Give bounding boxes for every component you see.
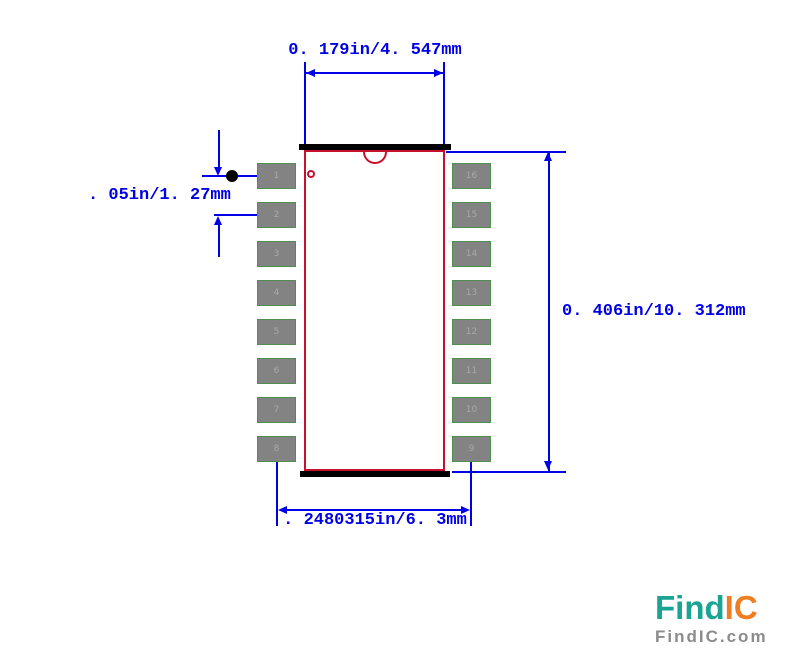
top-width-dimension-label: 0. 179in/4. 547mm xyxy=(288,41,462,60)
findic-logo: FindIC FindIC.com xyxy=(655,590,785,646)
pitch-dim-line-lower xyxy=(218,225,220,257)
pad-right-pin-11: 11 xyxy=(452,358,491,384)
pin2-centerline xyxy=(214,214,277,216)
pad-left-pin-4: 4 xyxy=(257,280,296,306)
pitch-dim-arrow-down-icon xyxy=(214,167,222,176)
logo-find-text: Find xyxy=(655,589,725,626)
pitch-dim-line-upper xyxy=(218,130,220,168)
pad-span-dimension-label: . 2480315in/6. 3mm xyxy=(283,511,467,530)
pad-right-pin-13: 13 xyxy=(452,280,491,306)
pad-right-pin-9: 9 xyxy=(452,436,491,462)
pad-right-pin-12: 12 xyxy=(452,319,491,345)
pin1-indicator-icon xyxy=(307,170,315,178)
height-dim-extension-line-bottom xyxy=(452,471,566,473)
top-dim-arrow-right-icon xyxy=(434,69,443,77)
pin1-datum-dot xyxy=(226,170,238,182)
pad-left-pin-3: 3 xyxy=(257,241,296,267)
findic-logo-wordmark: FindIC xyxy=(655,590,785,626)
pitch-dim-arrow-up-icon xyxy=(214,216,222,225)
top-dim-line xyxy=(306,72,444,74)
height-dim-line xyxy=(548,153,550,471)
span-dim-line xyxy=(280,509,468,511)
pad-right-pin-10: 10 xyxy=(452,397,491,423)
pad-left-pin-5: 5 xyxy=(257,319,296,345)
package-body-outline xyxy=(304,150,445,471)
height-dim-arrow-up-icon xyxy=(544,152,552,161)
pad-left-pin-6: 6 xyxy=(257,358,296,384)
height-dimension-label: 0. 406in/10. 312mm xyxy=(562,302,746,321)
span-dim-extension-line-left xyxy=(276,448,278,526)
package-bottom-bar xyxy=(300,471,450,477)
span-dim-arrow-left-icon xyxy=(278,506,287,514)
top-dim-arrow-left-icon xyxy=(306,69,315,77)
top-dim-extension-line-right xyxy=(443,62,445,144)
logo-ic-text: IC xyxy=(724,589,758,626)
span-dim-extension-line-right xyxy=(470,448,472,526)
pad-right-pin-15: 15 xyxy=(452,202,491,228)
pad-right-pin-14: 14 xyxy=(452,241,491,267)
pad-left-pin-2: 2 xyxy=(257,202,296,228)
pad-left-pin-8: 8 xyxy=(257,436,296,462)
height-dim-arrow-down-icon xyxy=(544,461,552,470)
pin1-centerline xyxy=(202,175,277,177)
height-dim-extension-line-top xyxy=(446,151,566,153)
span-dim-arrow-right-icon xyxy=(461,506,470,514)
top-dim-extension-line-left xyxy=(304,62,306,144)
pad-left-pin-7: 7 xyxy=(257,397,296,423)
pin-pitch-dimension-label: . 05in/1. 27mm xyxy=(88,186,231,205)
findic-site-text: FindIC.com xyxy=(655,627,768,646)
pad-right-pin-16: 16 xyxy=(452,163,491,189)
pad-left-pin-1: 1 xyxy=(257,163,296,189)
package-top-bar xyxy=(299,144,451,150)
